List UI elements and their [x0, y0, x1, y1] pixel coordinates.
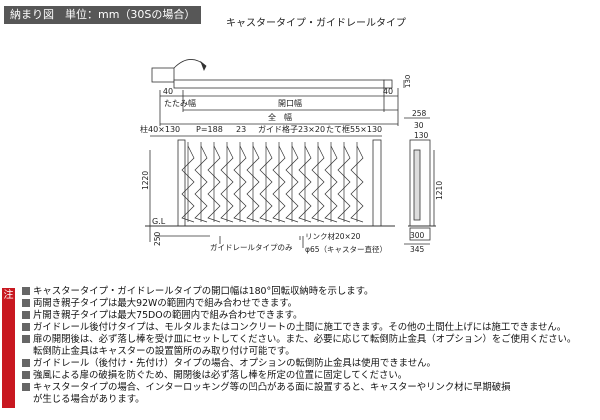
bullet-icon [22, 287, 30, 295]
bullet-icon [22, 359, 30, 367]
note-line: ガイドレール後付けタイプは、モルタルまたはコンクリートの土間に施工できます。その… [22, 322, 566, 334]
dim-130: 130 [414, 131, 429, 140]
frame-label: たて框55×130 [326, 124, 382, 134]
technical-drawing: 40 40 130 たたみ幅 開口幅 全 幅 柱40×130 P=188 23 … [140, 59, 444, 254]
pitch-label: P=188 [196, 125, 223, 134]
gl-label: G.L [152, 217, 166, 226]
bullet-icon [22, 323, 30, 331]
bullet-icon [22, 371, 30, 379]
guide-lattice-label: ガイド格子23×20 [258, 124, 325, 134]
plan-view [151, 59, 405, 126]
note-line: キャスタータイプ・ガイドレールタイプの開口幅は180°回転収納時を示します。 [22, 286, 373, 298]
link-member-label: リンク材20×20 [305, 231, 361, 241]
note-line: ガイドレール（後付け・先付け）タイプの場合、オプションの転倒防止金具は使用できま… [22, 358, 436, 370]
dim-250: 250 [153, 231, 162, 246]
notes-section: 注 キャスタータイプ・ガイドレールタイプの開口幅は180°回転収納時を示します。… [0, 282, 600, 420]
diagram-subtitle: キャスタータイプ・ガイドレールタイプ [226, 18, 406, 29]
dim-left-40: 40 [163, 87, 173, 96]
dim-height-130: 130 [404, 75, 412, 88]
opening-width-label: 開口幅 [278, 98, 302, 108]
note-line: キャスタータイプの場合、インターロッキング等の凹凸がある面に設置すると、キャスタ… [22, 382, 510, 394]
note-line: 強風による扉の破損を防ぐため、開閉後は必ず落し棒を所定の位置に固定してください。 [22, 370, 407, 382]
note-line: 扉の開閉後は、必ず落し棒を受け皿にセットしてください。また、必要に応じて転倒防止… [22, 334, 576, 346]
note-line: 転倒防止金具はキャスターの設置箇所のみ取り付け可能です。 [33, 346, 295, 357]
section-tag: 納まり図 単位：mm（30Sの場合） [4, 6, 202, 24]
bullet-icon [22, 299, 30, 307]
dim-right-40: 40 [383, 87, 393, 96]
dim-345: 345 [410, 245, 425, 254]
header: 納まり図 単位：mm（30Sの場合） キャスタータイプ・ガイドレールタイプ [0, 0, 600, 29]
note-line: 片開き親子タイプは最大75DOの範囲内で組み合わせできます。 [22, 310, 302, 322]
note-line: 両開き親子タイプは最大92Wの範囲内で組み合わせできます。 [22, 298, 297, 310]
caster-diameter-label: φ65（キャスター直径） [305, 244, 387, 254]
front-view [145, 135, 395, 248]
folded-width-label: たたみ幅 [164, 98, 196, 108]
pitch-2-label: 23 [236, 125, 246, 134]
dim-300: 300 [410, 231, 425, 240]
bullet-icon [22, 311, 30, 319]
side-view [404, 117, 436, 245]
height-1220: 1220 [141, 171, 150, 190]
bullet-icon [22, 383, 30, 391]
note-line: が生じる場合があります。 [33, 394, 145, 405]
dim-30: 30 [414, 121, 424, 130]
dim-1210: 1210 [435, 181, 444, 200]
notes-badge: 注 [2, 288, 15, 408]
post-label: 柱40×130 [140, 124, 180, 134]
bullet-icon [22, 335, 30, 343]
guide-rail-only-note: ガイドレールタイプのみ [210, 242, 293, 252]
total-width-label: 全 幅 [268, 112, 292, 122]
dim-258: 258 [412, 109, 427, 118]
